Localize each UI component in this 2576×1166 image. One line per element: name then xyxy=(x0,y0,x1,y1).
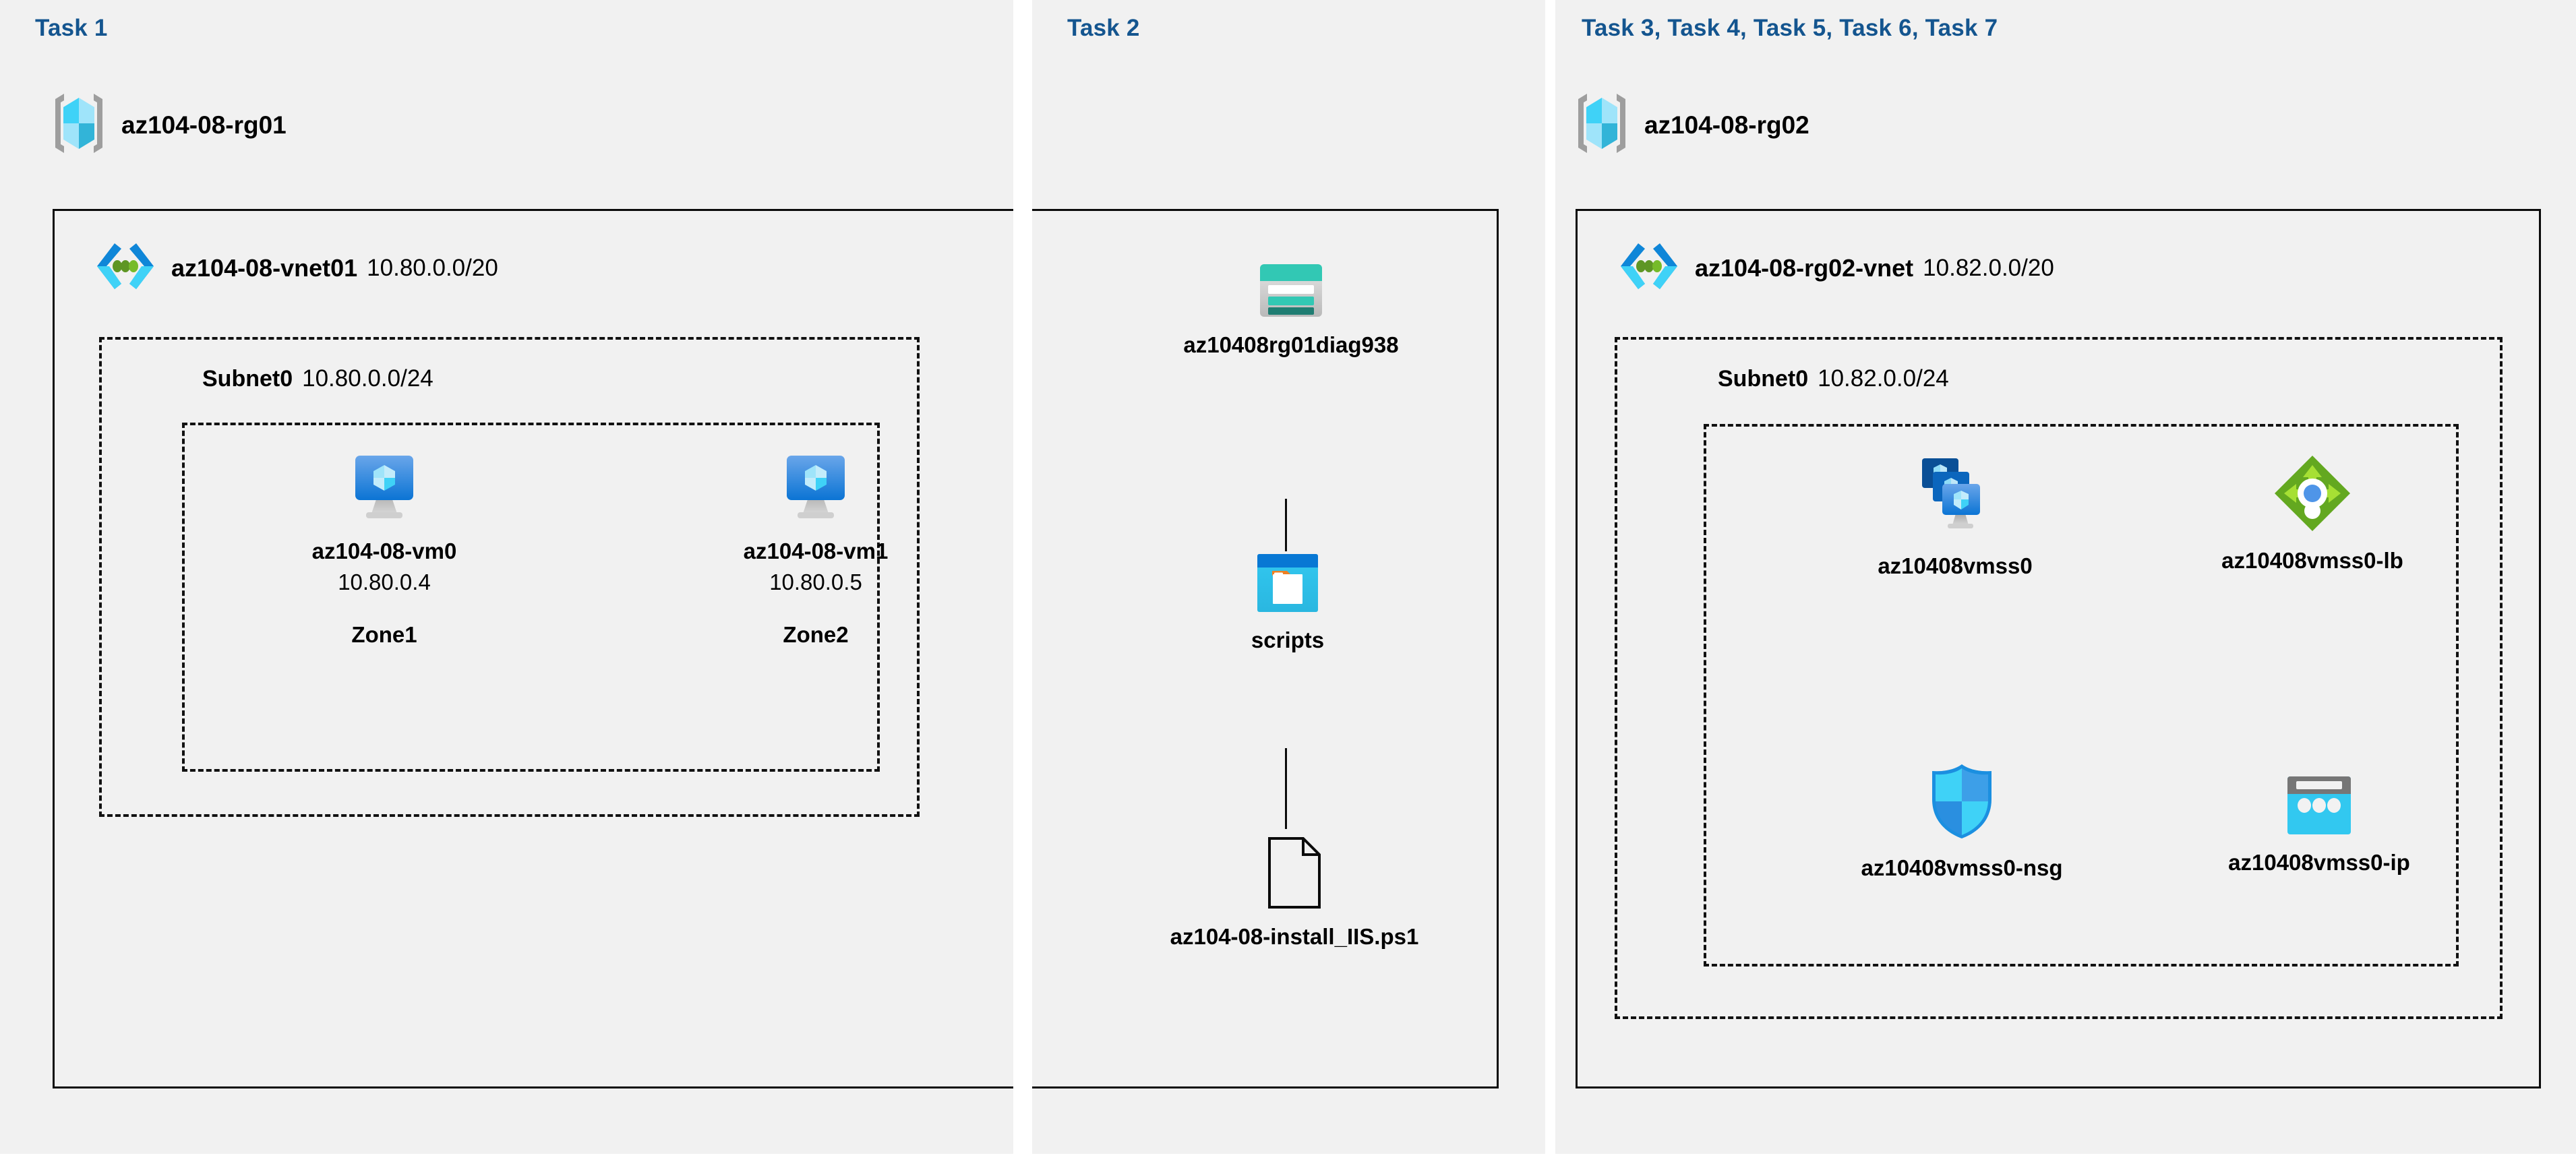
vnet-header-rg02vnet: az104-08-rg02-vnet 10.82.0.0/20 xyxy=(1618,239,2054,297)
resource-group-header-rg02: az104-08-rg02 xyxy=(1576,91,1809,159)
vm-node-az104-08-vm0[interactable]: az104-08-vm0 10.80.0.4 Zone1 xyxy=(283,450,485,648)
vm-ip: 10.80.0.4 xyxy=(338,570,431,594)
page-bottom-margin xyxy=(0,1154,2576,1166)
network-security-group-icon xyxy=(1927,762,1997,845)
script-file-name: az104-08-install_IIS.ps1 xyxy=(1170,924,1419,949)
vm-node-az104-08-vm1[interactable]: az104-08-vm1 10.80.0.5 Zone2 xyxy=(715,450,917,648)
scale-set-resource-group-boundary xyxy=(1704,424,2459,966)
virtual-machine-icon xyxy=(779,450,853,528)
task-label-2: Task 2 xyxy=(1067,15,1140,41)
load-balancer-node[interactable]: az10408vmss0-lb xyxy=(2178,453,2447,574)
network-security-group-name: az10408vmss0-nsg xyxy=(1861,855,2063,880)
load-balancer-icon xyxy=(2272,453,2353,537)
vm-scale-set-icon xyxy=(1911,452,1999,543)
task-label-3: Task 3, Task 4, Task 5, Task 6, Task 7 xyxy=(1582,15,1998,41)
storage-account-node[interactable]: az10408rg01diag938 xyxy=(1156,263,1426,358)
vnet-cidr: 10.80.0.0/20 xyxy=(367,254,498,281)
vm-name: az104-08-vm0 xyxy=(311,539,457,563)
vm-scale-set-node[interactable]: az10408vmss0 xyxy=(1820,452,2090,579)
virtual-machine-icon xyxy=(347,450,421,528)
virtual-network-icon xyxy=(94,239,156,297)
public-ip-address-node[interactable]: az10408vmss0-ip xyxy=(2184,775,2454,876)
resource-group-name: az104-08-rg02 xyxy=(1644,111,1809,139)
load-balancer-name: az10408vmss0-lb xyxy=(2221,548,2403,573)
blob-container-node[interactable]: scripts xyxy=(1187,553,1389,653)
vm-ip: 10.80.0.5 xyxy=(769,570,862,594)
subnet-boundary-subnet0-rg02vnet xyxy=(1615,337,2503,1019)
script-file-icon xyxy=(1265,836,1323,913)
vnet-cidr: 10.82.0.0/20 xyxy=(1923,254,2054,281)
connector-storage-to-container xyxy=(1285,499,1287,551)
resource-group-icon xyxy=(53,91,105,159)
subnet-name: Subnet0 xyxy=(1718,366,1809,392)
vnet-boundary-az104-08-vnet01 xyxy=(53,209,1499,1088)
script-file-node[interactable]: az104-08-install_IIS.ps1 xyxy=(1092,836,1497,950)
subnet-name: Subnet0 xyxy=(202,366,293,392)
vnet-name: az104-08-rg02-vnet xyxy=(1695,253,1914,282)
task-label-1: Task 1 xyxy=(35,15,108,41)
virtual-network-icon xyxy=(1618,239,1680,297)
vnet-name: az104-08-vnet01 xyxy=(171,253,358,282)
connector-container-to-file xyxy=(1285,748,1287,829)
vm-zone: Zone2 xyxy=(783,622,849,647)
subnet-cidr: 10.82.0.0/24 xyxy=(1818,365,1949,392)
panel-task-3-to-7 xyxy=(1555,0,2576,1154)
panel-task-1 xyxy=(0,0,1013,1154)
vm-zone: Zone1 xyxy=(351,622,417,647)
vnet-header-vnet01: az104-08-vnet01 10.80.0.0/20 xyxy=(94,239,498,297)
resource-group-header-rg01: az104-08-rg01 xyxy=(53,91,287,159)
resource-group-icon xyxy=(1576,91,1628,159)
public-ip-address-name: az10408vmss0-ip xyxy=(2228,850,2410,875)
availability-zone-group-boundary xyxy=(182,423,880,772)
subnet-cidr: 10.80.0.0/24 xyxy=(302,365,433,392)
subnet-header-vnet01: Subnet0 10.80.0.0/24 xyxy=(202,365,433,392)
vm-scale-set-name: az10408vmss0 xyxy=(1878,553,2033,578)
public-ip-address-icon xyxy=(2285,775,2354,839)
storage-account-icon xyxy=(1259,263,1323,321)
blob-container-icon xyxy=(1256,553,1319,617)
resource-group-name: az104-08-rg01 xyxy=(121,111,287,139)
vm-name: az104-08-vm1 xyxy=(743,539,889,563)
vnet-boundary-az104-08-rg02-vnet xyxy=(1576,209,2541,1088)
network-security-group-node[interactable]: az10408vmss0-nsg xyxy=(1820,762,2103,881)
subnet-boundary-subnet0-vnet01 xyxy=(99,337,920,817)
panel-gap-2 xyxy=(1545,0,1555,1166)
blob-container-name: scripts xyxy=(1251,627,1325,652)
subnet-header-rg02vnet: Subnet0 10.82.0.0/24 xyxy=(1718,365,1949,392)
storage-account-name: az10408rg01diag938 xyxy=(1183,332,1399,357)
panel-gap-1 xyxy=(1013,0,1032,1166)
